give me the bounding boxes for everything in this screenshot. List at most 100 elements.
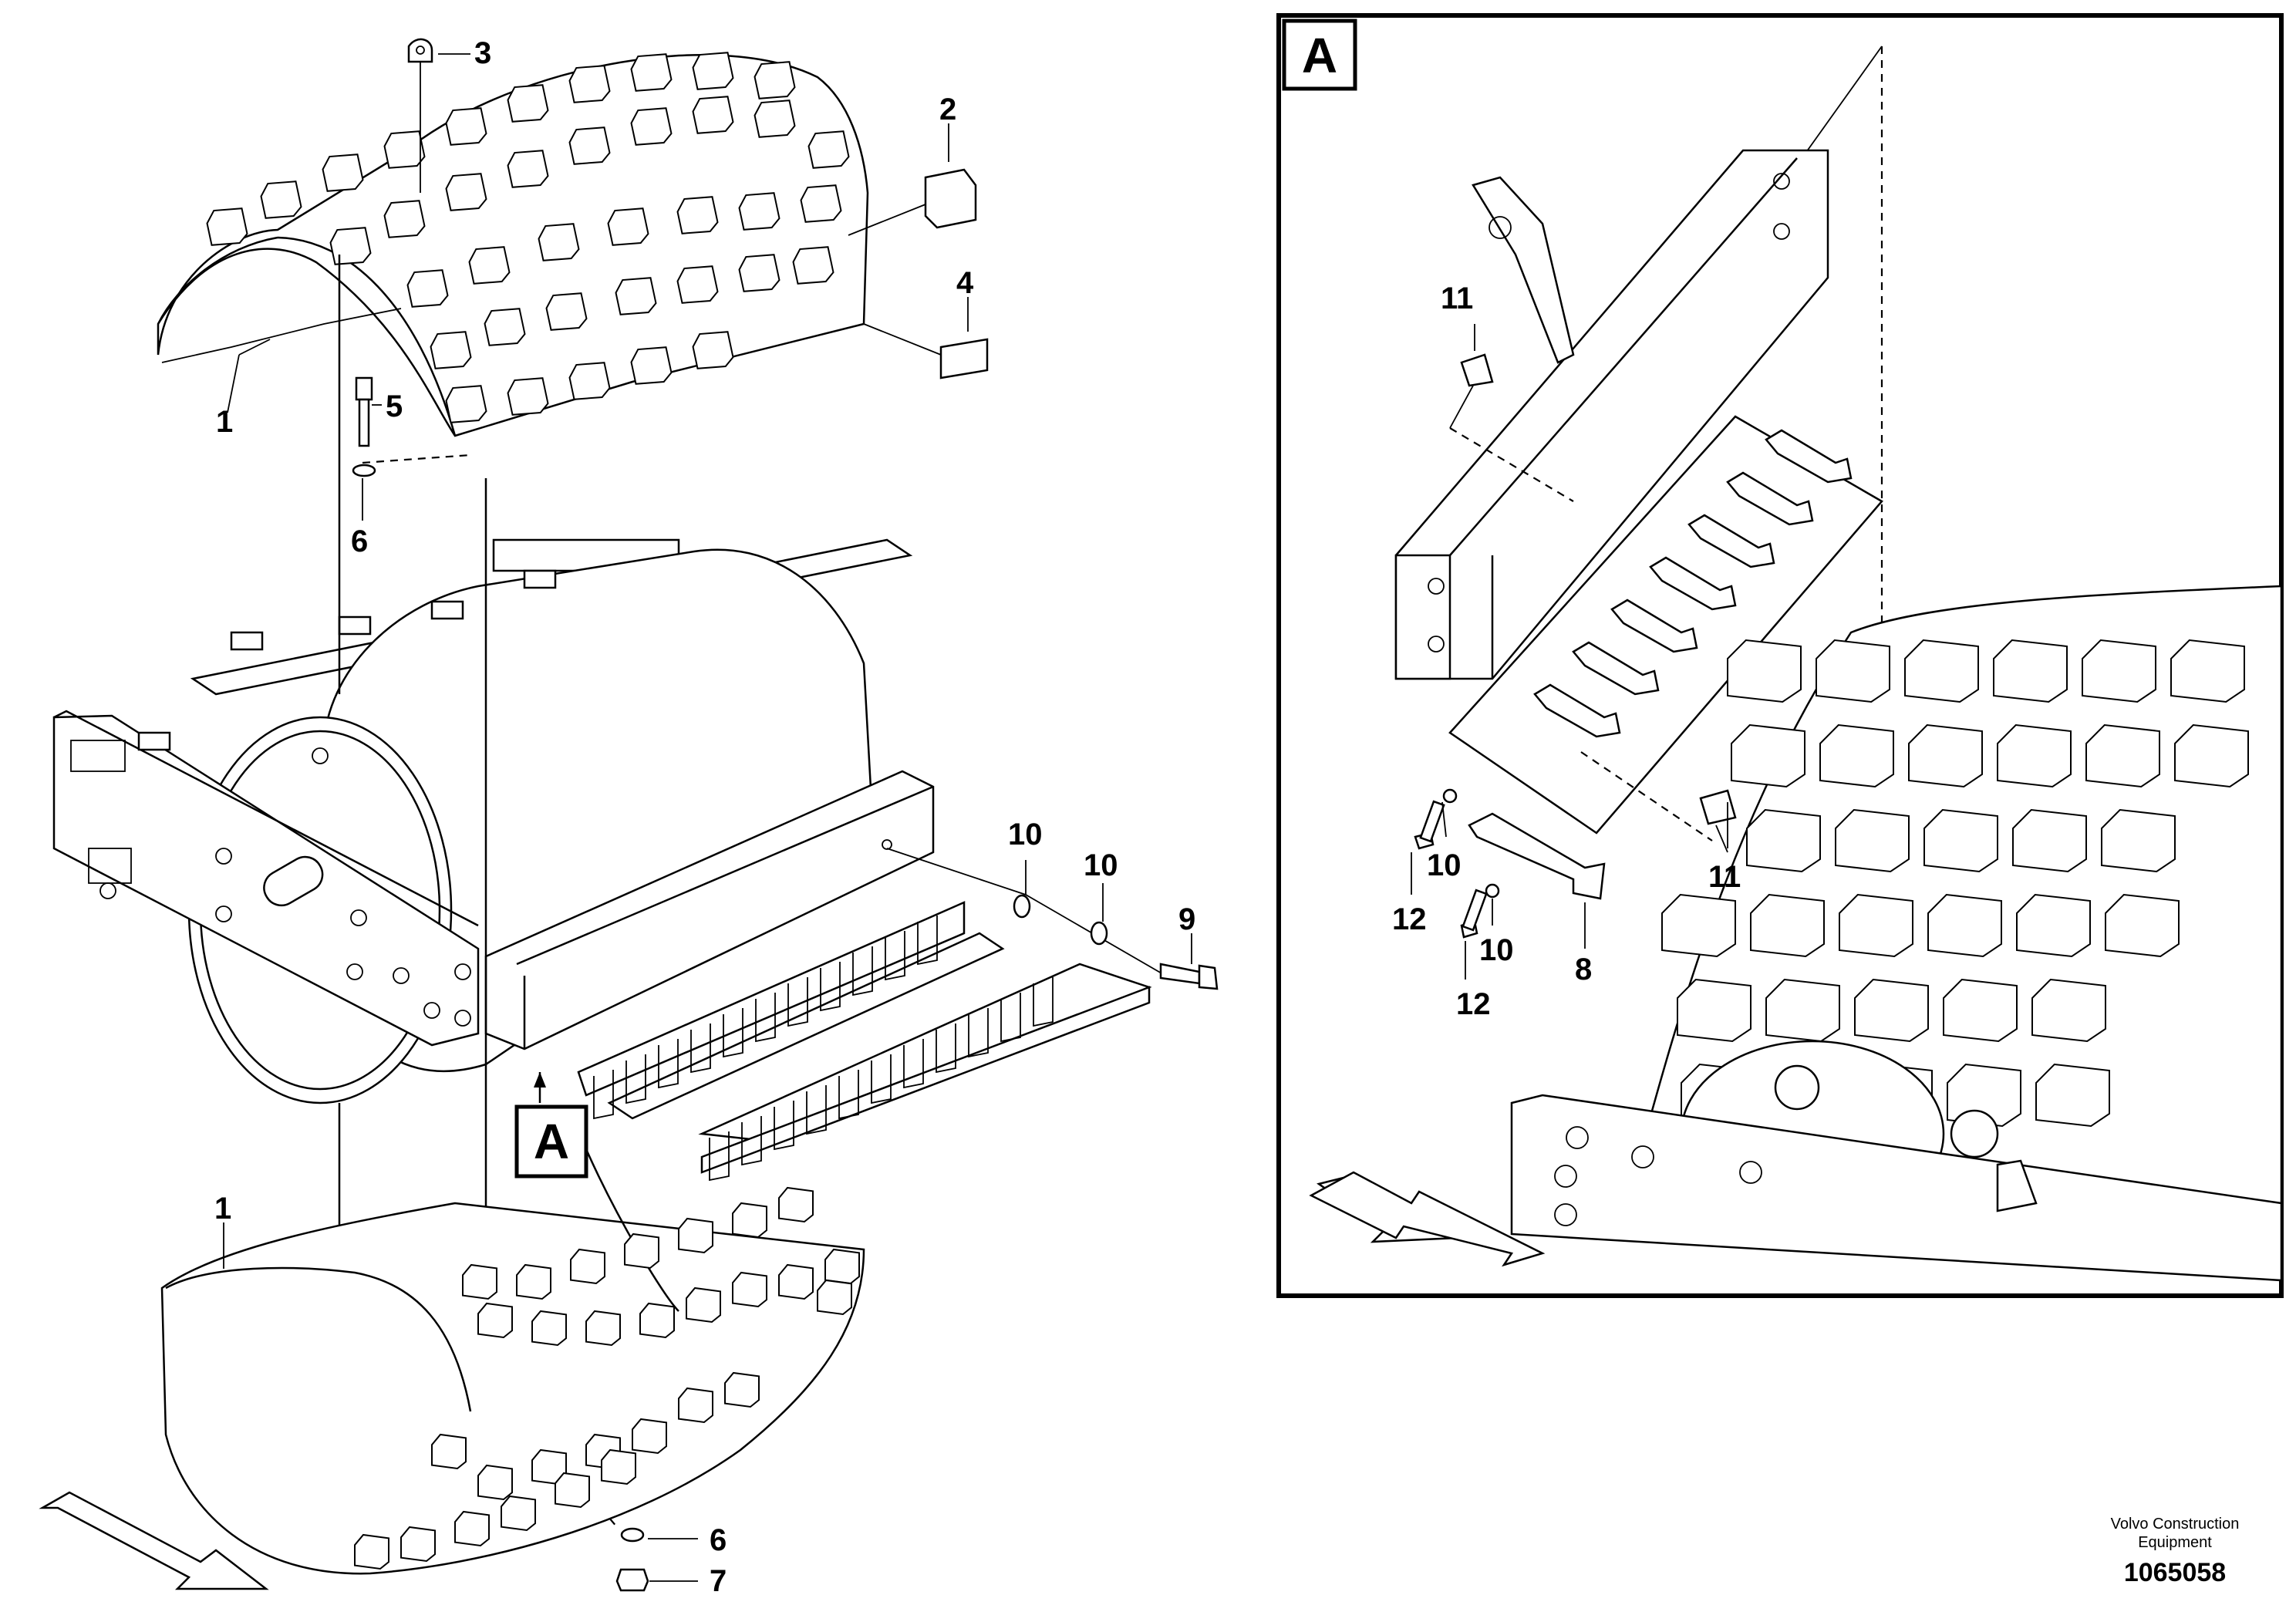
upper-padfoot-shell xyxy=(157,52,869,437)
scraper-tooth xyxy=(852,946,873,996)
padfoot-segment xyxy=(570,1248,605,1285)
detail-callout-11-top: 11 xyxy=(1441,282,1473,315)
blade-tooth xyxy=(1572,641,1660,696)
padfoot-segment xyxy=(383,130,426,169)
padfoot-segment xyxy=(1839,893,1913,958)
padfoot-segment xyxy=(738,254,781,292)
padfoot-segment xyxy=(516,1263,551,1300)
padfoot-segment xyxy=(2012,808,2087,873)
detail-callout-12-a: 12 xyxy=(1392,902,1427,936)
padfoot-segment xyxy=(632,1418,667,1455)
detail-marker: A xyxy=(514,1104,588,1179)
padfoot-segment xyxy=(692,52,734,90)
padfoot-segment xyxy=(1997,723,2072,788)
padfoot-segment xyxy=(792,246,834,285)
padfoot-segment xyxy=(568,126,611,165)
padfoot-segment xyxy=(1947,1063,2021,1128)
padfoot-segment xyxy=(1943,978,2018,1043)
padfoot-segment xyxy=(817,1279,852,1316)
padfoot-segment xyxy=(2016,893,2091,958)
padfoot-segment xyxy=(1923,808,1998,873)
padfoot-segment xyxy=(400,1526,436,1563)
padfoot-segment xyxy=(692,331,734,369)
callout-9: 9 xyxy=(1178,902,1195,936)
scraper-tooth xyxy=(917,916,938,966)
detail-callout-8: 8 xyxy=(1575,953,1592,986)
padfoot-segment xyxy=(1750,893,1825,958)
scraper-tooth xyxy=(774,1101,794,1151)
callout-6-bottom: 6 xyxy=(710,1523,727,1557)
padfoot-segment xyxy=(1908,723,1983,788)
callout-3: 3 xyxy=(474,36,491,70)
padfoot-segment xyxy=(206,207,248,246)
padfoot-segment xyxy=(1904,639,1979,703)
blade-tooth xyxy=(1610,599,1698,653)
padfoot-segment xyxy=(738,192,781,231)
drum-frame-assembly xyxy=(52,538,1152,1182)
padfoot-segment xyxy=(2174,723,2249,788)
padfoot-segment xyxy=(732,1202,767,1239)
padfoot-segment xyxy=(1731,723,1805,788)
scraper-tooth xyxy=(625,1054,646,1104)
detail-box-label: A xyxy=(1302,28,1337,83)
padfoot-segment xyxy=(732,1271,767,1308)
detail-callout-11-bottom: 11 xyxy=(1708,860,1741,894)
padfoot-segment xyxy=(568,362,611,400)
frame-clamp xyxy=(137,731,171,751)
padfoot-segment xyxy=(431,1433,467,1470)
scraper-tooth xyxy=(690,1023,711,1074)
padfoot-segment xyxy=(406,269,449,308)
scraper-tooth xyxy=(723,1008,743,1058)
padfoot-segment xyxy=(329,227,372,265)
padfoot-segment xyxy=(507,377,549,416)
padfoot-segment xyxy=(630,107,673,146)
scraper-tooth xyxy=(593,1070,614,1120)
padfoot-segment xyxy=(2031,978,2106,1043)
padfoot-segment xyxy=(322,153,364,192)
padfoot-segment xyxy=(501,1495,536,1532)
padfoot-segment xyxy=(507,150,549,188)
padfoot-segment xyxy=(692,96,734,134)
lower-padfoot-shell xyxy=(160,1148,865,1575)
padfoot-segment xyxy=(676,265,719,304)
padfoot-segment xyxy=(545,292,588,331)
padfoot-segment xyxy=(484,308,526,346)
detail-callout-10-b: 10 xyxy=(1479,933,1514,967)
padfoot-segment xyxy=(778,1186,814,1223)
padfoot-segment xyxy=(754,61,796,99)
detail-box: A xyxy=(1276,13,2284,1298)
blade-tooth xyxy=(1726,471,1814,526)
drawing-number: 1065058 xyxy=(2124,1558,2226,1587)
scraper-tooth xyxy=(709,1131,730,1182)
scraper-tooth xyxy=(936,1023,956,1074)
padfoot-segment xyxy=(383,200,426,238)
frame-clamp xyxy=(230,631,264,651)
padfoot-segment xyxy=(555,1472,590,1509)
padfoot-segment xyxy=(2082,639,2156,703)
padfoot-segment xyxy=(531,1310,567,1347)
scraper-tooth xyxy=(838,1070,859,1120)
padfoot-segment xyxy=(778,1263,814,1300)
padfoot-segment xyxy=(607,207,649,246)
padfoot-segment xyxy=(624,1233,659,1270)
padfoot-segment xyxy=(585,1310,621,1347)
padfoot-segment xyxy=(724,1371,760,1408)
padfoot-segment xyxy=(568,65,611,103)
padfoot-segment xyxy=(601,1448,636,1485)
blade-tooth xyxy=(1765,429,1853,484)
padfoot-segment xyxy=(754,99,796,138)
padfoot-segment xyxy=(2170,639,2245,703)
detail-callout-12-b: 12 xyxy=(1456,987,1491,1021)
padfoot-segment xyxy=(1765,978,1840,1043)
frame-clamp xyxy=(430,600,464,620)
padfoot-segment xyxy=(468,246,511,285)
callout-7: 7 xyxy=(710,1564,727,1598)
padfoot-segment xyxy=(630,346,673,385)
scraper-tooth xyxy=(1033,977,1054,1027)
padfoot-segment xyxy=(630,53,673,92)
direction-arrow xyxy=(39,1491,269,1590)
blade-tooth xyxy=(1533,683,1621,738)
detail-callout-10-a: 10 xyxy=(1427,848,1462,882)
padfoot-segment xyxy=(615,277,657,315)
